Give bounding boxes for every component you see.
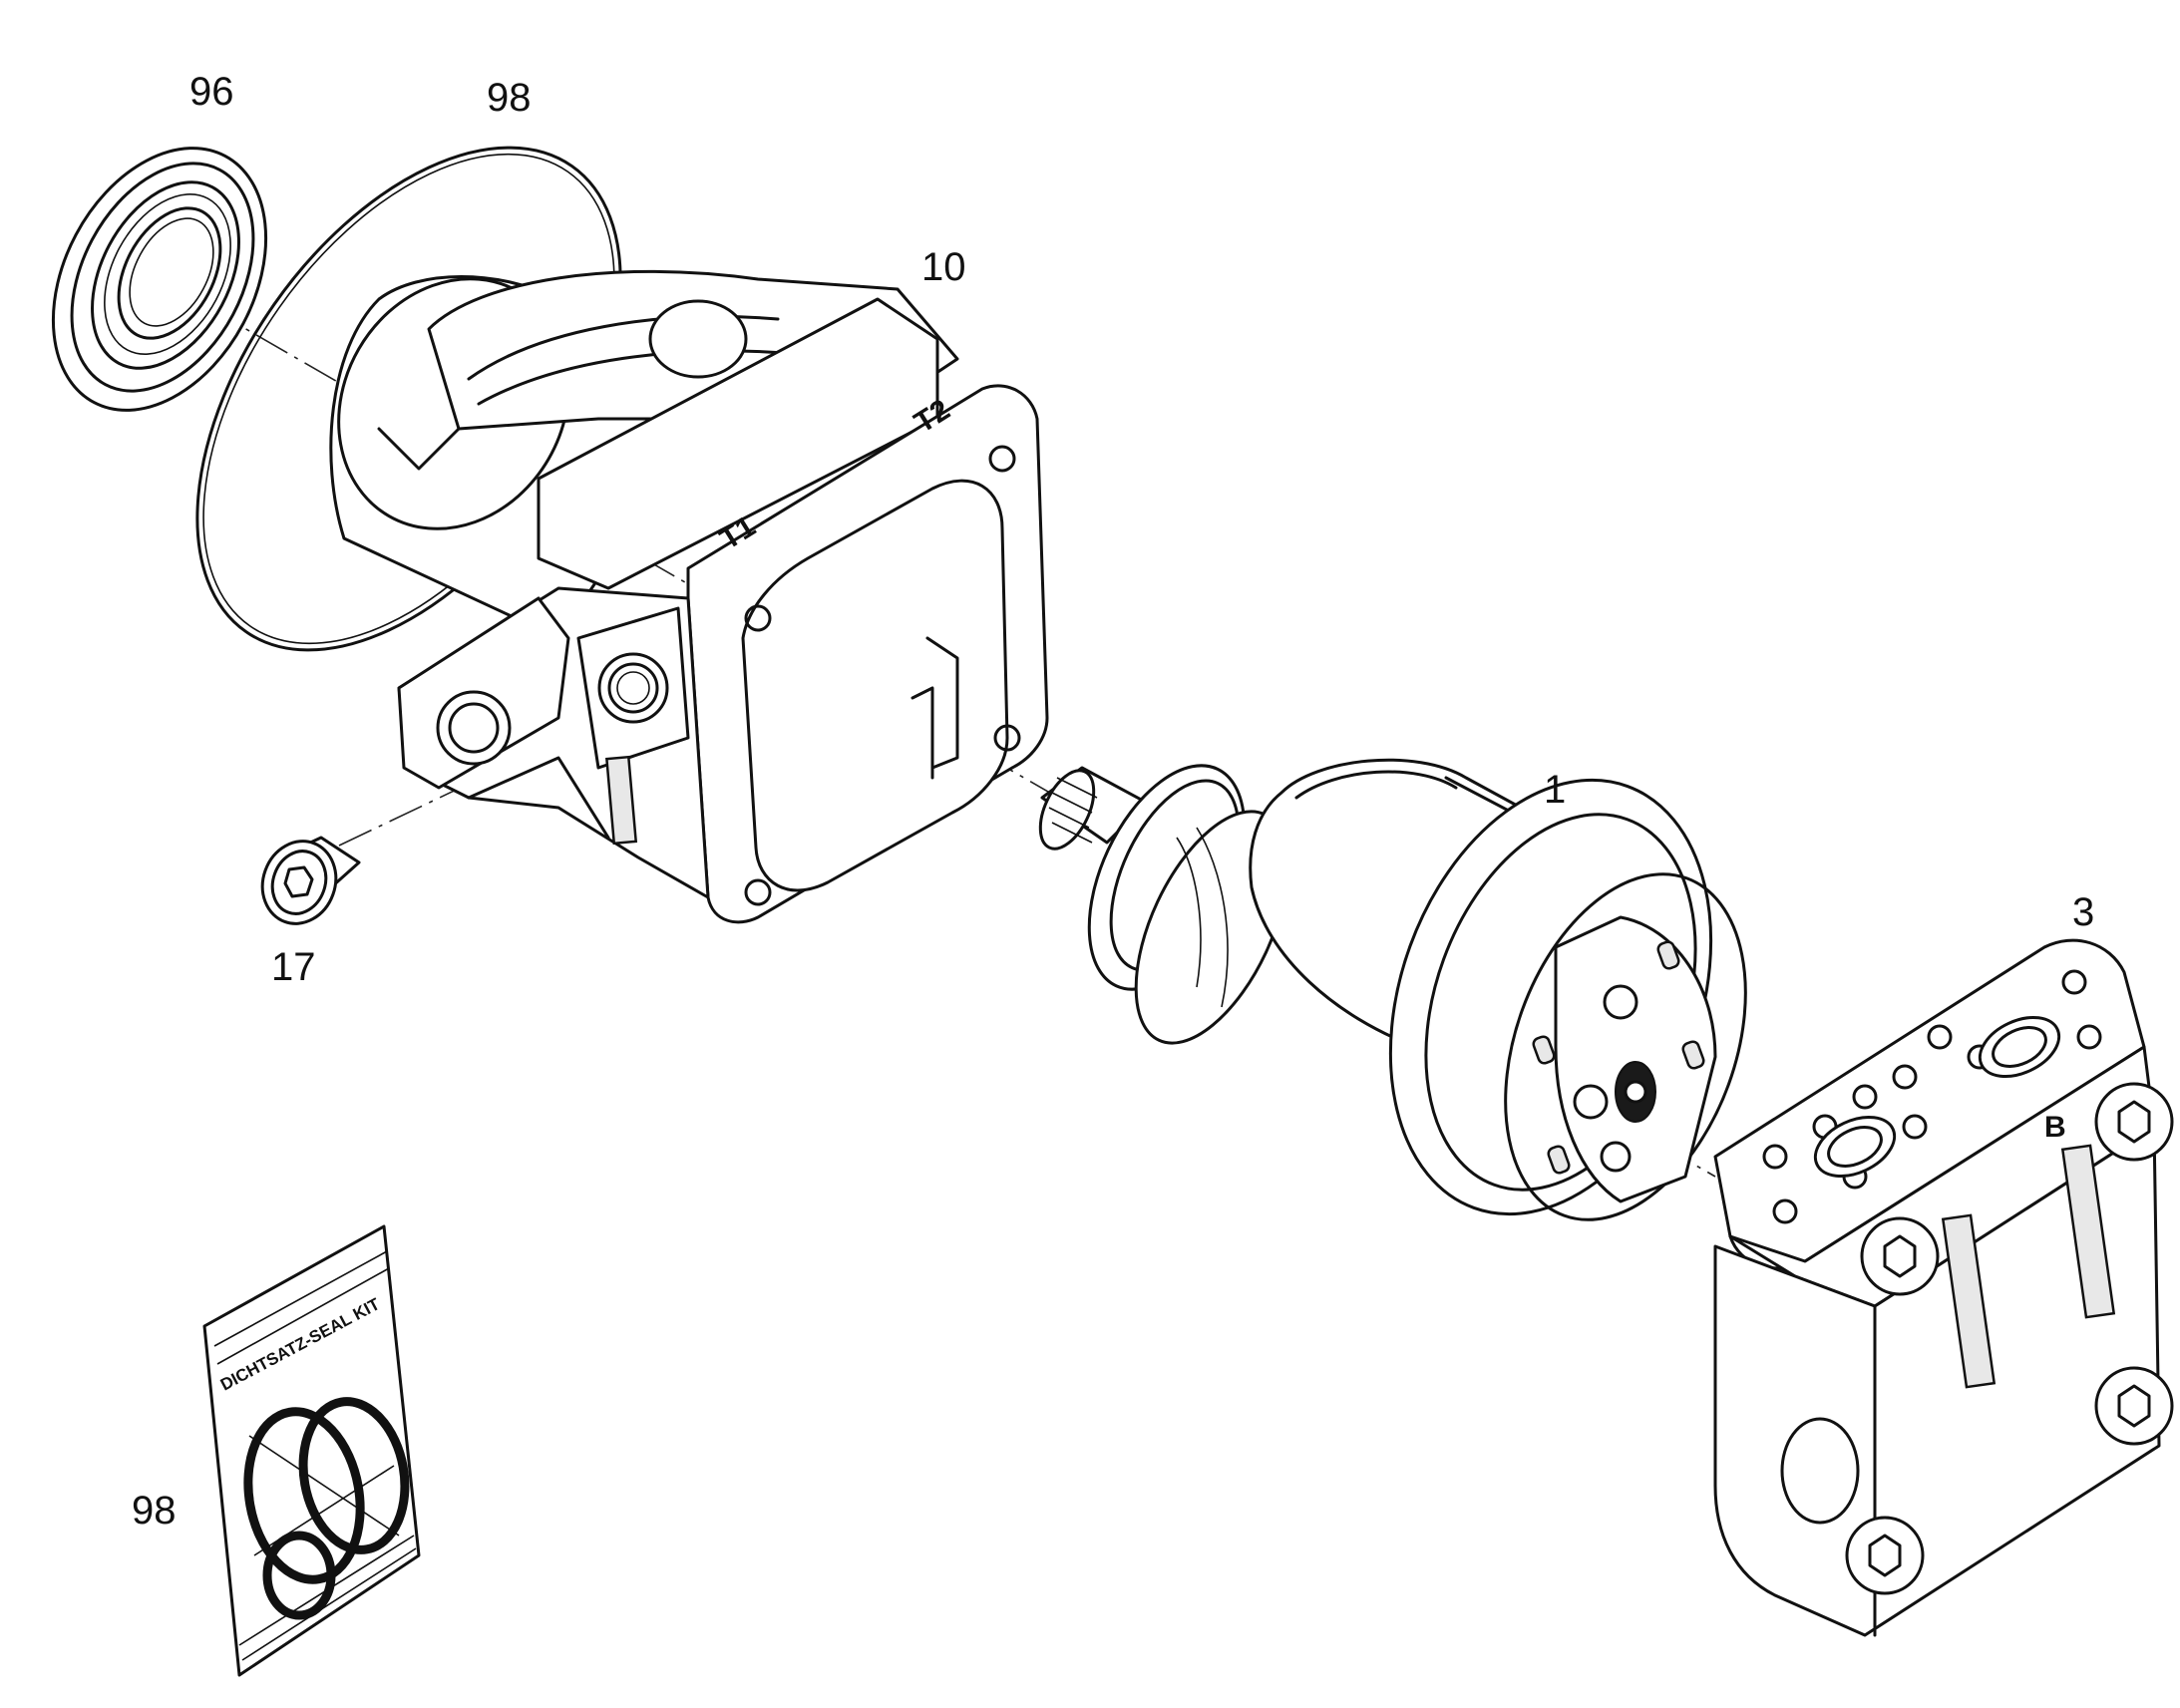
callout-shaft-seal: 96 bbox=[189, 70, 234, 114]
port-marking-b: B bbox=[2044, 1111, 2066, 1144]
housing: T1 T2 bbox=[329, 269, 1049, 924]
callout-housing: 10 bbox=[921, 245, 966, 289]
port-plate: B bbox=[1713, 938, 2174, 1637]
callout-seal-kit: 98 bbox=[132, 1489, 177, 1533]
rotary-group bbox=[1038, 758, 1747, 1221]
callout-rotary-group: 1 bbox=[1544, 768, 1567, 812]
seal-kit-bag: DICHTSATZ-SEAL KIT bbox=[202, 1224, 421, 1677]
callout-o-ring: 98 bbox=[487, 76, 532, 120]
plug-screw bbox=[260, 836, 361, 925]
shaft-seal-ring bbox=[51, 147, 268, 412]
callout-port-plate: 3 bbox=[2072, 890, 2095, 934]
callout-plug: 17 bbox=[271, 945, 316, 989]
